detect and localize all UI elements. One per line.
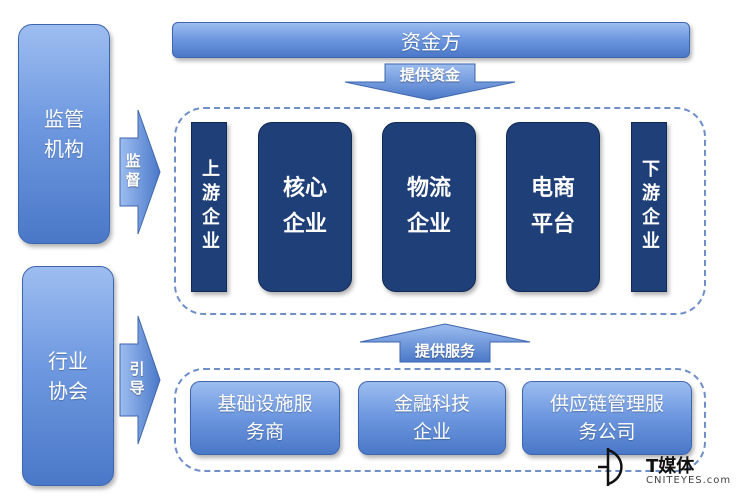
provide-funding-arrow: [344, 63, 516, 101]
fintech-enterprise-label: 金融科技企业: [393, 393, 470, 443]
scm-service-label: 供应链管理服务公司: [549, 393, 664, 443]
association-box: 行业协会: [22, 266, 114, 486]
ecommerce-platform-box: 电商平台: [506, 122, 600, 292]
funder-box: 资金方: [172, 22, 690, 58]
brand-name: T媒体: [646, 456, 695, 477]
upstream-enterprise-label: 上游企业: [199, 159, 220, 255]
core-enterprise-box: 核心企业: [258, 122, 352, 292]
ecommerce-platform-label: 电商平台: [530, 176, 575, 237]
provide-services-arrow: [359, 323, 531, 363]
downstream-enterprise-label: 下游企业: [639, 159, 660, 255]
provide-services-label: 提供服务: [414, 341, 475, 360]
regulator-label: 监管机构: [44, 107, 84, 161]
core-enterprise-label: 核心企业: [282, 176, 327, 237]
fintech-enterprise-box: 金融科技企业: [358, 381, 506, 455]
supervise-label: 监督: [123, 153, 142, 191]
downstream-enterprise-box: 下游企业: [631, 122, 667, 292]
infrastructure-provider-label: 基础设施服务商: [217, 393, 313, 443]
provide-funding-label: 提供资金: [399, 65, 460, 84]
brand-logo-icon: [598, 448, 623, 486]
supervise-arrow: [119, 109, 161, 235]
funder-label: 资金方: [401, 29, 461, 54]
scm-service-box: 供应链管理服务公司: [522, 381, 692, 455]
logistics-enterprise-box: 物流企业: [382, 122, 476, 292]
infrastructure-provider-box: 基础设施服务商: [190, 381, 340, 455]
upstream-enterprise-box: 上游企业: [191, 122, 227, 292]
guide-arrow: [119, 315, 161, 445]
regulator-box: 监管机构: [18, 24, 110, 244]
association-label: 行业协会: [48, 349, 88, 403]
supply-chain-container: [174, 107, 706, 315]
guide-label: 引导: [127, 361, 146, 399]
service-providers-container: [174, 368, 706, 472]
brand-site: CNITEYES.com: [646, 475, 732, 486]
logistics-enterprise-label: 物流企业: [406, 176, 451, 237]
